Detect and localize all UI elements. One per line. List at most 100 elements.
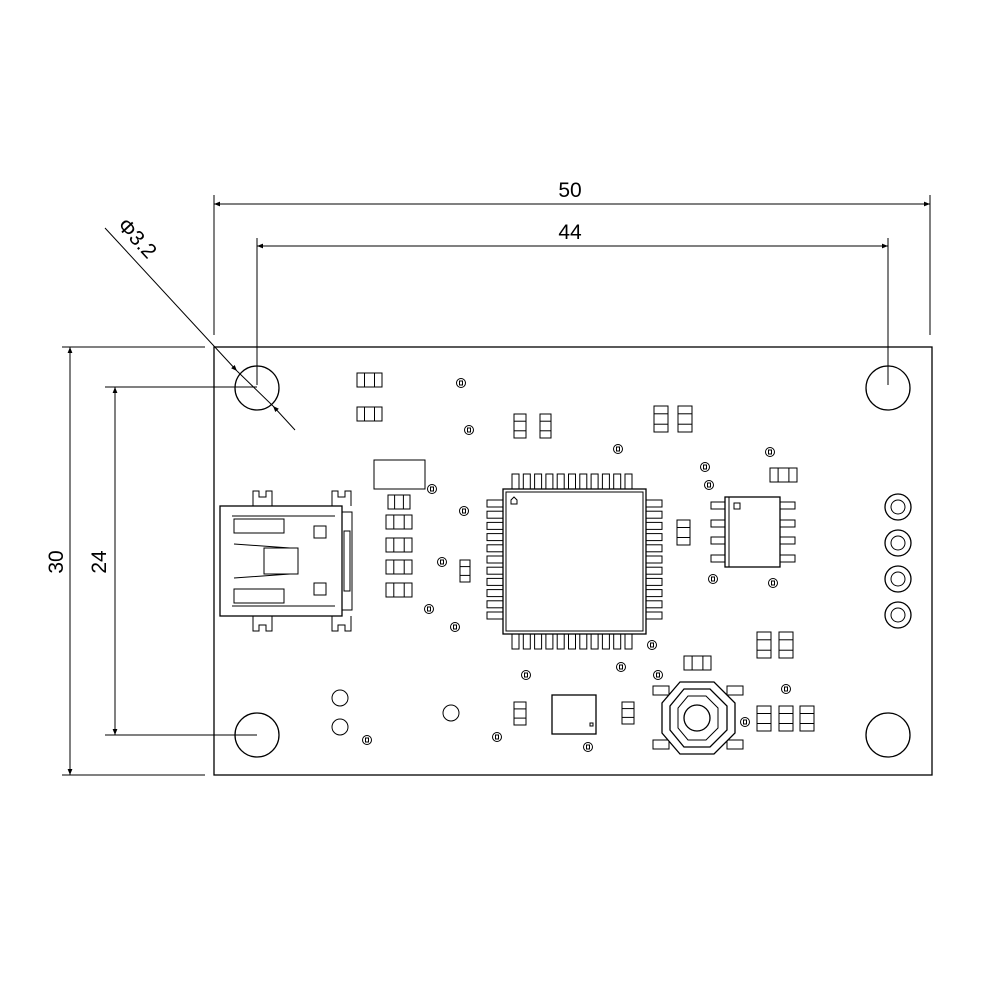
pin1-marker [589, 722, 594, 727]
ic-pin [534, 633, 543, 650]
ic-pin [710, 501, 726, 510]
ic-pin [613, 633, 622, 650]
dimension-label-44: 44 [558, 221, 582, 244]
via [653, 670, 663, 680]
ic-pin [486, 544, 504, 553]
ic-pin [779, 519, 796, 528]
ic-pin [579, 473, 588, 490]
ic-pin [645, 544, 663, 553]
ic-pin [486, 555, 504, 564]
ic-pin [556, 473, 565, 490]
via [450, 622, 460, 632]
ic-pin [710, 554, 726, 563]
smd-component [459, 559, 471, 583]
mcu-qfp-chip [486, 473, 663, 650]
mounting-hole [234, 365, 280, 411]
via [613, 444, 623, 454]
ic-pin [645, 499, 663, 508]
ic-pin [624, 633, 633, 650]
ic-pin [486, 600, 504, 609]
via [456, 378, 466, 388]
via [765, 447, 775, 457]
mounting-hole [865, 712, 911, 758]
soic-chip [710, 496, 796, 568]
ic-pin [486, 589, 504, 598]
smd-component [653, 405, 669, 433]
smd-component [385, 514, 413, 530]
ic-pin [486, 577, 504, 586]
smd-component [683, 655, 712, 671]
ic-pin [556, 633, 565, 650]
dimension-label-30: 30 [45, 550, 68, 573]
ic-pin [486, 521, 504, 530]
dimension-overall-height: 30 [45, 346, 205, 776]
smd-component [799, 705, 815, 732]
via [704, 480, 714, 490]
ic-pin [645, 589, 663, 598]
board-outline [213, 346, 933, 776]
via [781, 684, 791, 694]
ic-pin [511, 633, 520, 650]
via [583, 742, 593, 752]
via [700, 462, 710, 472]
via [768, 578, 778, 588]
vias [362, 378, 791, 752]
ic-pin [486, 611, 504, 620]
dimension-hole-spacing-x: 44 [256, 221, 889, 385]
ic-pin [568, 473, 576, 490]
smd-component [756, 705, 772, 732]
ic-pin [645, 577, 663, 586]
smd-component [539, 413, 552, 439]
dimension-label-50: 50 [558, 179, 581, 202]
smd-component [385, 559, 413, 575]
smd-component [385, 582, 413, 598]
ic-pin [645, 566, 663, 575]
via [521, 670, 531, 680]
crystal-block [373, 459, 426, 490]
mounting-hole [865, 365, 911, 411]
dimension-hole-spacing-y: 24 [88, 386, 257, 736]
dimension-label-24: 24 [88, 550, 111, 574]
ic-pin [645, 611, 663, 620]
smd-component [621, 701, 635, 725]
usb-connector [219, 490, 353, 632]
via [740, 717, 750, 727]
tactile-switch [652, 681, 744, 755]
ic-pin [486, 499, 504, 508]
qfn-chip [551, 694, 597, 735]
ic-pin [645, 510, 663, 519]
ic-pin [545, 473, 554, 490]
test-points [331, 689, 460, 736]
ic-pin [590, 633, 599, 650]
ic-pin [522, 633, 531, 650]
via [647, 640, 657, 650]
ic-pin [710, 519, 726, 528]
smd-component [356, 372, 383, 388]
via [616, 662, 626, 672]
ic-pin [645, 600, 663, 609]
ic-pin [486, 566, 504, 575]
via [362, 735, 372, 745]
via [459, 506, 469, 516]
via [708, 574, 718, 584]
via [464, 425, 474, 435]
ic-pin [486, 533, 504, 542]
ic-pin [645, 533, 663, 542]
ic-pin [779, 501, 796, 510]
ic-pin [601, 473, 610, 490]
smd-component [387, 494, 411, 510]
ic-pin [590, 473, 599, 490]
ic-pin [545, 633, 554, 650]
via [427, 484, 437, 494]
ic-pin [779, 554, 796, 563]
via [437, 557, 447, 567]
ic-pin [522, 473, 531, 490]
ic-pin [534, 473, 543, 490]
ic-pin [601, 633, 610, 650]
ic-pin [645, 555, 663, 564]
ic-pin [486, 510, 504, 519]
mounting-holes [234, 365, 911, 758]
passive-components [356, 372, 815, 735]
ic-pin [645, 521, 663, 530]
